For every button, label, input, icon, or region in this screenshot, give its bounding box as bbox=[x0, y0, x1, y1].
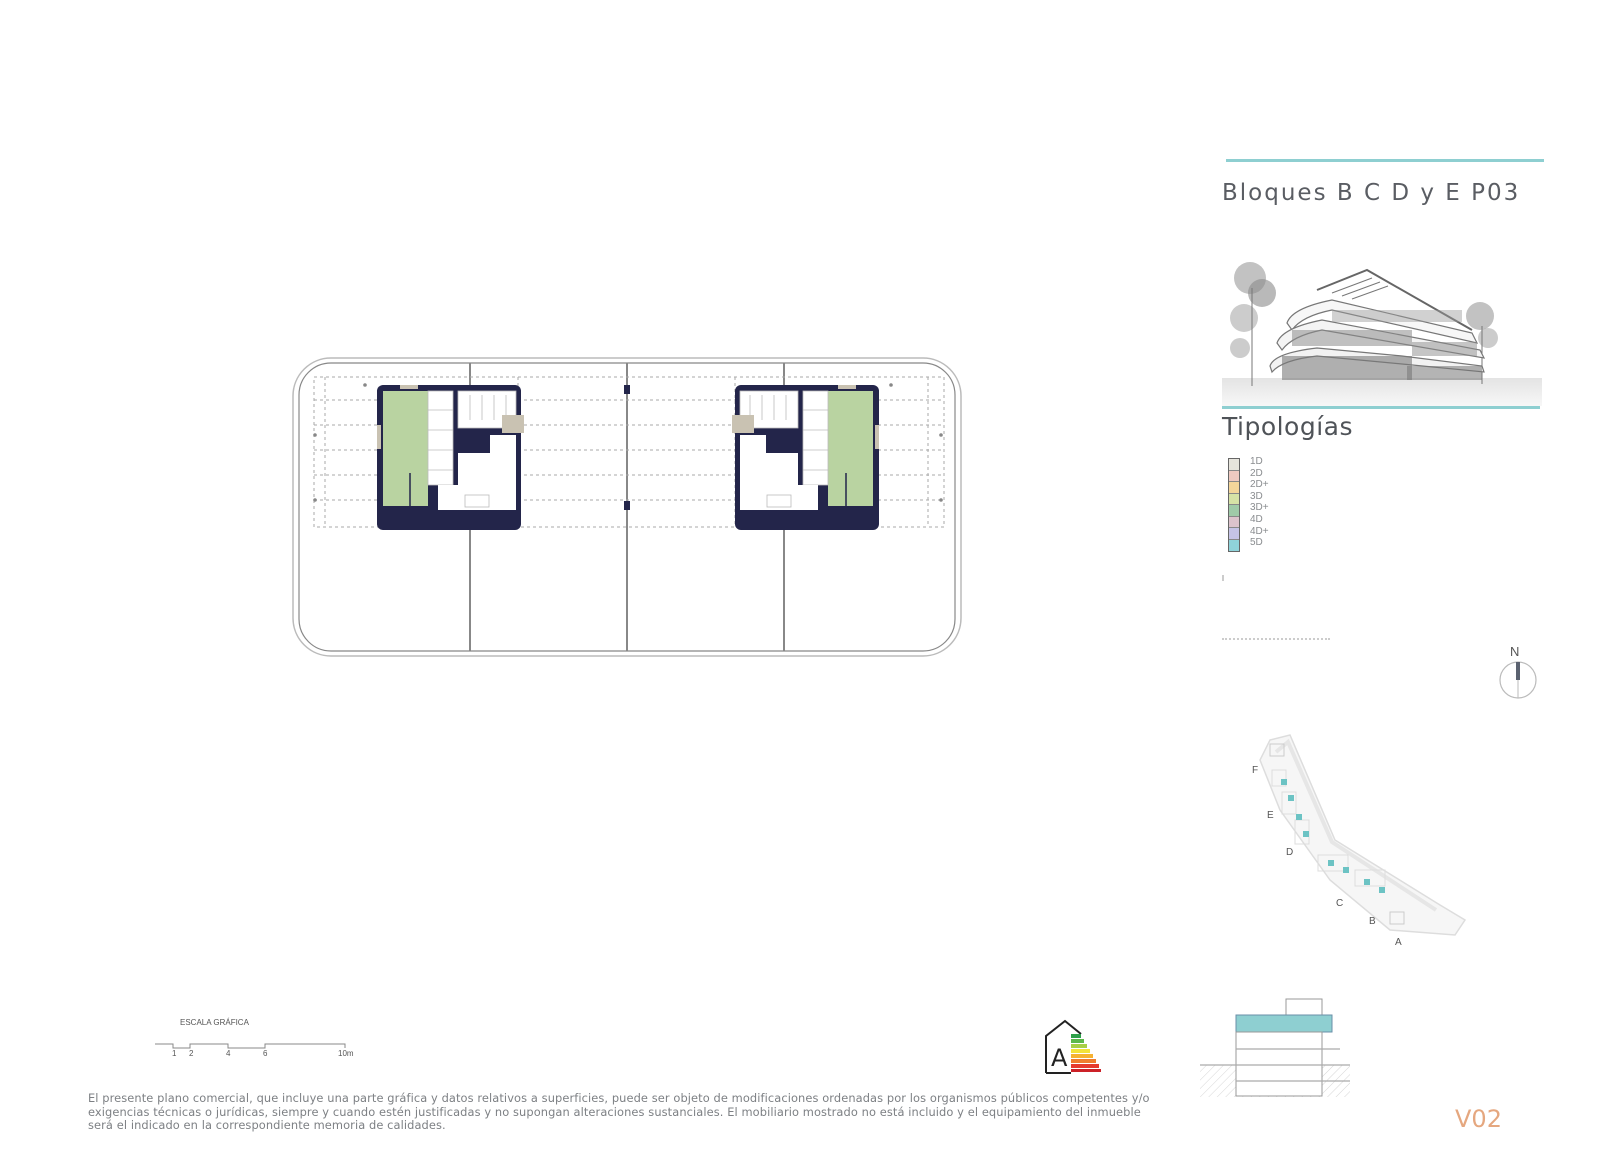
header-accent-line bbox=[1226, 159, 1544, 162]
swatch-3d bbox=[1229, 493, 1239, 505]
section-icon bbox=[1200, 998, 1350, 1097]
scale-tick-1: 1 bbox=[172, 1049, 177, 1058]
typologies-heading: Tipologías bbox=[1222, 412, 1354, 441]
energy-rating-badge: A bbox=[1043, 1018, 1105, 1076]
swatch-5d bbox=[1229, 539, 1239, 551]
swatch-4d bbox=[1229, 516, 1239, 528]
site-label-c: C bbox=[1336, 898, 1344, 909]
swatch-4d-plus bbox=[1229, 528, 1239, 540]
building-render-image bbox=[1222, 238, 1542, 406]
legend-label: 4D+ bbox=[1250, 525, 1269, 537]
swatch-2d bbox=[1229, 470, 1239, 482]
faint-text-line bbox=[1222, 638, 1330, 641]
legend-label: 2D+ bbox=[1250, 479, 1269, 491]
legend-label: 3D bbox=[1250, 490, 1263, 502]
scale-tick-2: 2 bbox=[189, 1049, 194, 1058]
legend-label: 1D bbox=[1250, 456, 1263, 467]
legend-label: 2D bbox=[1250, 467, 1263, 479]
legend-swatch-column bbox=[1228, 458, 1240, 552]
legend-labels: 1D 2D 2D+ 3D 3D+ 4D 4D+ 5D bbox=[1250, 456, 1269, 549]
site-plan-icon bbox=[1259, 734, 1467, 936]
compass-north-label: N bbox=[1510, 644, 1520, 659]
page-title: Bloques B C D y E P03 bbox=[1222, 180, 1521, 206]
swatch-1d bbox=[1229, 459, 1239, 471]
north-compass: N bbox=[1496, 644, 1540, 704]
north-compass-icon bbox=[1499, 661, 1537, 699]
graphic-scale: ESCALA GRÁFICA 1 2 4 6 10m bbox=[150, 1018, 370, 1070]
floor-plan bbox=[290, 355, 966, 660]
legend-label: 3D+ bbox=[1250, 502, 1269, 514]
scale-tick-4: 4 bbox=[226, 1049, 231, 1058]
legend-label: 4D bbox=[1250, 513, 1263, 525]
site-label-e: E bbox=[1267, 810, 1274, 821]
building-section-diagram bbox=[1200, 995, 1360, 1100]
faint-mark bbox=[1222, 575, 1224, 581]
version-label: V02 bbox=[1455, 1105, 1502, 1133]
scale-bar-icon bbox=[155, 1043, 346, 1049]
energy-rating-letter: A bbox=[1051, 1044, 1068, 1072]
legal-disclaimer: El presente plano comercial, que incluye… bbox=[88, 1091, 1150, 1133]
site-label-b: B bbox=[1369, 916, 1376, 927]
building-sketch-icon bbox=[1222, 262, 1542, 406]
site-label-d: D bbox=[1286, 847, 1294, 858]
scale-tick-6: 6 bbox=[263, 1049, 268, 1058]
floor-plan-drawing bbox=[292, 357, 962, 657]
energy-house-icon: A bbox=[1045, 1019, 1101, 1074]
render-underline bbox=[1222, 406, 1540, 409]
swatch-2d-plus bbox=[1229, 482, 1239, 494]
site-label-f: F bbox=[1252, 765, 1259, 776]
swatch-3d-plus bbox=[1229, 505, 1239, 517]
site-key-map: F E D C B A bbox=[1240, 730, 1480, 960]
site-label-a: A bbox=[1395, 937, 1402, 948]
scale-tick-10m: 10m bbox=[338, 1049, 354, 1058]
legend-label: 5D bbox=[1250, 537, 1263, 549]
scale-title: ESCALA GRÁFICA bbox=[180, 1018, 249, 1027]
